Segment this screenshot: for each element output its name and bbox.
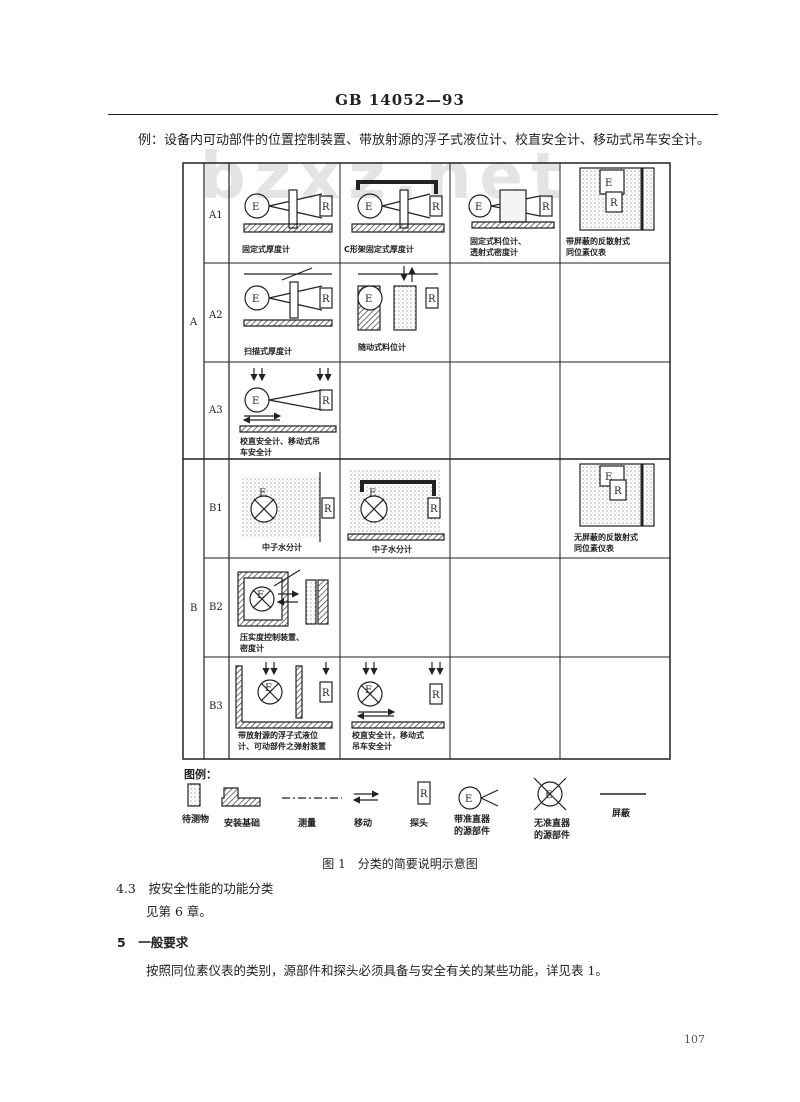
caption-a3-1b: 车安全计 bbox=[240, 447, 272, 457]
diagram-a2-2: E R bbox=[357, 266, 439, 331]
legend: R E E 待测物 安装基础 测量 移动 探头 带准直器 的源部件 无准直器 的… bbox=[182, 777, 646, 841]
row-label-a3: A3 bbox=[208, 405, 223, 416]
probe-glyph: R bbox=[324, 504, 332, 515]
caption-b3-2a: 校直安全计，移动式 bbox=[352, 730, 424, 740]
row-label-b3: B3 bbox=[209, 701, 223, 712]
caption-a2-2: 随动式料位计 bbox=[358, 342, 406, 352]
caption-b3-1a: 带放射源的浮子式液位 bbox=[238, 730, 318, 740]
row-label-a1: A1 bbox=[208, 210, 223, 221]
group-label-b: B bbox=[190, 603, 197, 614]
caption-a1-2: C形架固定式厚度计 bbox=[344, 244, 414, 254]
legend-label-measure: 测量 bbox=[298, 817, 316, 829]
legend-label-move: 移动 bbox=[354, 817, 372, 829]
probe-glyph: R bbox=[430, 504, 438, 515]
caption-a1-3a: 固定式料位计、 bbox=[470, 236, 526, 246]
legend-base-swatch bbox=[221, 787, 261, 807]
source-glyph: E bbox=[365, 685, 372, 696]
caption-b1-2: 中子水分计 bbox=[372, 544, 412, 554]
source-glyph: E bbox=[257, 590, 264, 601]
diagram-a1-1: E R bbox=[243, 189, 333, 233]
diagram-b3-1: E R bbox=[235, 662, 333, 729]
legend-uncollimated-source-swatch bbox=[537, 781, 563, 807]
legend-label-probe: 探头 bbox=[410, 817, 428, 829]
caption-b1-4b: 同位素仪表 bbox=[574, 543, 615, 553]
caption-a1-4a: 带屏蔽的反散射式 bbox=[566, 236, 630, 246]
caption-a3-1a: 校直安全计、移动式吊 bbox=[240, 436, 320, 446]
legend-object-swatch bbox=[187, 783, 201, 807]
source-glyph: E bbox=[365, 202, 372, 213]
legend-label-base: 安装基础 bbox=[224, 817, 260, 829]
probe-glyph: R bbox=[322, 202, 330, 213]
diagram-b3-2: E R bbox=[351, 662, 445, 729]
caption-a1-1: 固定式厚度计 bbox=[242, 244, 290, 254]
legend-probe-swatch bbox=[417, 781, 431, 805]
source-glyph: E bbox=[605, 472, 612, 483]
legend-label-collimated-1: 带准直器 bbox=[454, 813, 491, 825]
source-glyph: E bbox=[465, 794, 472, 805]
section-5-body: 按照同位素仪表的类别，源部件和探头必须具备与安全有关的某些功能，详见表 1。 bbox=[146, 963, 608, 978]
legend-label-uncollimated-1: 无准直器 bbox=[533, 817, 571, 829]
diagram-a1-4: E R bbox=[579, 167, 655, 231]
source-glyph: E bbox=[252, 202, 259, 213]
probe-glyph: R bbox=[322, 688, 330, 699]
probe-glyph: R bbox=[420, 789, 428, 800]
caption-b2-1a: 压实度控制装置、 bbox=[240, 632, 304, 642]
caption-b3-2b: 吊车安全计 bbox=[352, 741, 392, 751]
section-5-heading: 5 一般要求 bbox=[117, 935, 189, 950]
diagram-b1-4: E R bbox=[579, 463, 655, 527]
source-glyph: E bbox=[252, 396, 259, 407]
diagram-a1-3: E R bbox=[468, 189, 555, 229]
legend-label-collimated-2: 的源部件 bbox=[454, 825, 490, 837]
header-rule bbox=[108, 114, 718, 115]
diagram-a3-1: E R bbox=[239, 368, 337, 433]
source-glyph: E bbox=[605, 178, 612, 189]
source-glyph: E bbox=[265, 683, 272, 694]
group-label-a: A bbox=[189, 317, 198, 328]
source-glyph: E bbox=[369, 488, 376, 499]
diagram-b1-2: E R bbox=[347, 470, 445, 541]
caption-b1-4a: 无屏蔽的反散射式 bbox=[573, 532, 638, 542]
standard-header: GB 14052—93 bbox=[335, 91, 465, 109]
source-glyph: E bbox=[365, 294, 372, 305]
caption-a1-4b: 同位素仪表 bbox=[566, 247, 607, 257]
probe-glyph: R bbox=[432, 202, 440, 213]
caption-a1-3b: 透射式密度计 bbox=[470, 247, 518, 257]
row-label-b1: B1 bbox=[209, 503, 223, 514]
figure-caption: 图 1 分类的简要说明示意图 bbox=[322, 857, 478, 871]
source-glyph: E bbox=[259, 488, 266, 499]
probe-glyph: R bbox=[428, 294, 436, 305]
example-text: 例：设备内可动部件的位置控制装置、带放射源的浮子式液位计、校直安全计、移动式吊车… bbox=[138, 133, 711, 148]
caption-b1-1: 中子水分计 bbox=[262, 542, 302, 552]
page-number: 107 bbox=[684, 1033, 705, 1046]
probe-glyph: R bbox=[614, 486, 622, 497]
diagram-a2-1: E R bbox=[243, 267, 333, 327]
legend-label-uncollimated-2: 的源部件 bbox=[534, 829, 570, 841]
source-glyph: E bbox=[545, 790, 552, 801]
diagram-b1-1: E R bbox=[242, 472, 335, 542]
legend-label-object: 待测物 bbox=[182, 813, 209, 825]
legend-label-shield: 屏蔽 bbox=[612, 807, 631, 819]
probe-glyph: R bbox=[322, 294, 330, 305]
probe-glyph: R bbox=[610, 198, 618, 209]
probe-glyph: R bbox=[542, 202, 550, 213]
probe-glyph: R bbox=[432, 690, 440, 701]
probe-glyph: R bbox=[322, 396, 330, 407]
row-label-a2: A2 bbox=[208, 310, 223, 321]
legend-title: 图例： bbox=[184, 768, 217, 781]
classification-figure: A B A1 A2 A3 B1 B2 B3 E R 固定式厚度计 E R C形架… bbox=[182, 162, 671, 760]
source-glyph: E bbox=[252, 294, 259, 305]
caption-b3-1b: 计、可动部件之弹射装置 bbox=[238, 741, 326, 751]
section-4-3-heading: 4.3 按安全性能的功能分类 bbox=[116, 881, 274, 896]
diagram-b2-1: E bbox=[237, 569, 329, 627]
caption-b2-1b: 密度计 bbox=[239, 643, 264, 653]
section-4-3-body: 见第 6 章。 bbox=[146, 904, 212, 919]
row-label-b2: B2 bbox=[209, 602, 223, 613]
caption-a2-1: 扫描式厚度计 bbox=[244, 346, 292, 356]
diagram-a1-2: E R bbox=[351, 180, 445, 233]
source-glyph: E bbox=[475, 202, 482, 213]
figure-grid bbox=[182, 162, 671, 760]
